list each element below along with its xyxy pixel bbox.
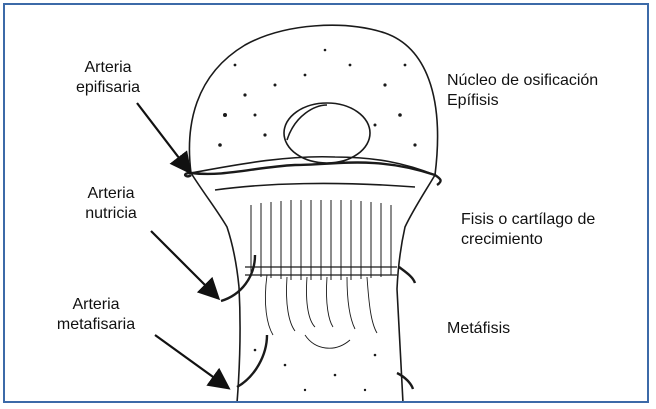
label-arteria-epifisaria: Arteria epifisaria bbox=[53, 58, 163, 98]
label-line: Arteria bbox=[61, 184, 161, 204]
arrow-arteria-metafisaria bbox=[155, 335, 227, 387]
label-line: epifisaria bbox=[53, 78, 163, 98]
label-line: crecimiento bbox=[461, 230, 595, 250]
arrow-arteria-nutricia bbox=[151, 231, 217, 297]
label-arteria-metafisaria: Arteria metafisaria bbox=[41, 295, 151, 335]
label-fisis: Fisis o cartílago de crecimiento bbox=[461, 210, 595, 250]
figure-frame: Arteria epifisaria Arteria nutricia Arte… bbox=[3, 3, 649, 403]
label-line: Arteria bbox=[53, 58, 163, 78]
pointer-arrows bbox=[137, 103, 227, 387]
label-line: Arteria bbox=[41, 295, 151, 315]
arteries bbox=[185, 163, 441, 390]
label-line: Epífisis bbox=[447, 91, 598, 111]
label-metafisis: Metáfisis bbox=[447, 319, 510, 339]
label-line: nutricia bbox=[61, 204, 161, 224]
metaphysis-vessels bbox=[265, 275, 377, 348]
label-line: metafisaria bbox=[41, 315, 151, 335]
growth-cartilage-columns bbox=[245, 200, 397, 280]
label-line: Metáfisis bbox=[447, 319, 510, 339]
label-line: Núcleo de osificación bbox=[447, 71, 598, 91]
arrow-arteria-epifisaria bbox=[137, 103, 189, 171]
label-nucleo-osificacion: Núcleo de osificación Epífisis bbox=[447, 71, 598, 111]
bone-outline bbox=[189, 25, 437, 403]
bone-texture bbox=[218, 49, 416, 391]
label-line: Fisis o cartílago de bbox=[461, 210, 595, 230]
label-arteria-nutricia: Arteria nutricia bbox=[61, 184, 161, 224]
